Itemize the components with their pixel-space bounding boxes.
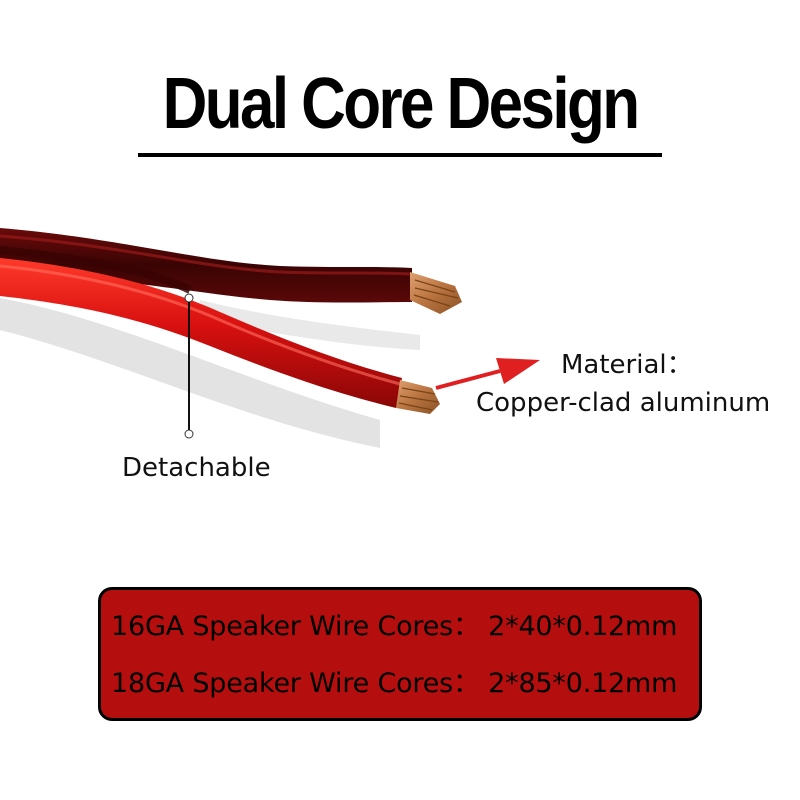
detachable-label: Detachable — [122, 453, 271, 483]
spec-box: 16GA Speaker Wire Cores： 2*40*0.12mm 18G… — [98, 587, 702, 721]
lower-cable-highlight — [0, 264, 401, 386]
title-underline — [138, 153, 662, 157]
spec-16ga: 16GA Speaker Wire Cores： 2*40*0.12mm — [111, 611, 678, 642]
upper-cable-highlight — [0, 234, 411, 276]
detachable-pointer-dot — [184, 293, 194, 303]
material-arrow-head — [496, 358, 540, 384]
lower-cable-core — [0, 258, 402, 408]
spec-18ga: 18GA Speaker Wire Cores： 2*85*0.12mm — [111, 668, 678, 699]
material-value: Copper-clad aluminum — [476, 388, 771, 418]
material-arrow-shaft — [435, 369, 501, 390]
title-container: Dual Core Design — [0, 62, 800, 146]
cable-shadow-upper — [200, 300, 420, 350]
page-title: Dual Core Design — [162, 64, 640, 144]
material-label: Material： — [561, 350, 693, 380]
detachable-pointer-end — [184, 429, 194, 439]
cable-stripe — [0, 246, 192, 294]
dual-core-cable-illustration — [0, 228, 540, 448]
